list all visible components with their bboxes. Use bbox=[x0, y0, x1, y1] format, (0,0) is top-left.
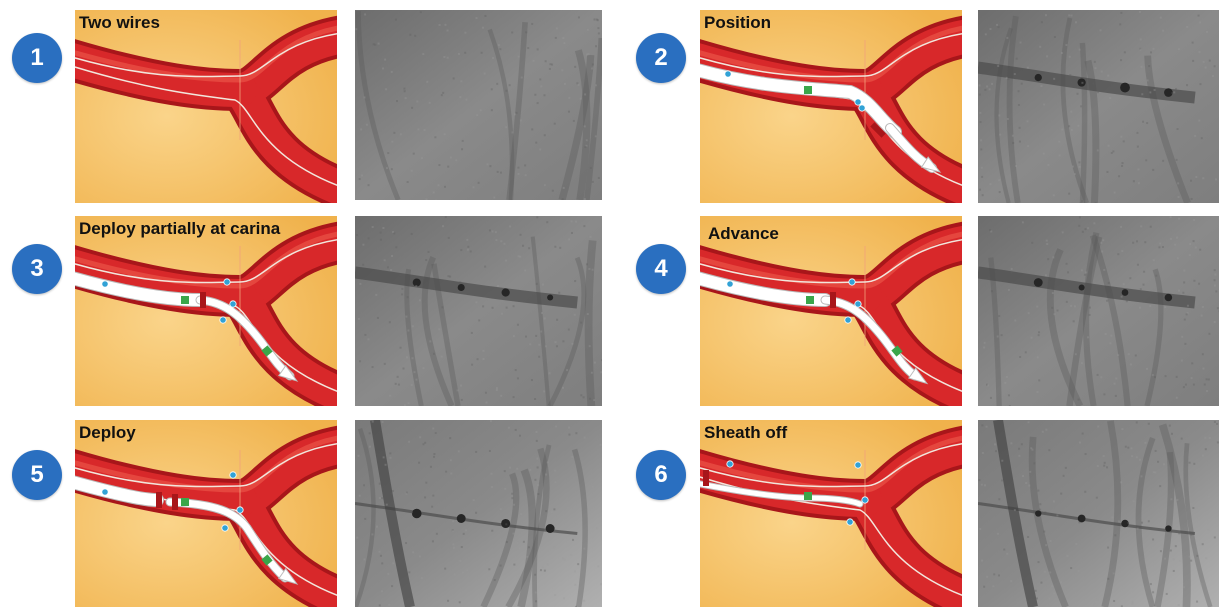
xray-image bbox=[355, 216, 602, 406]
marker-dot bbox=[237, 507, 243, 513]
marker-dot bbox=[230, 472, 236, 478]
diagram-panel-advance: Advance bbox=[700, 216, 962, 406]
step-label: Two wires bbox=[79, 13, 160, 33]
radiopaque-marker bbox=[1034, 278, 1043, 287]
xray-image bbox=[355, 10, 602, 200]
sheath-edge bbox=[703, 470, 709, 486]
step-number-badge: 4 bbox=[636, 244, 686, 294]
step-number-badge: 6 bbox=[636, 450, 686, 500]
marker-dot bbox=[102, 489, 108, 495]
diagram-panel-deploy: Deploy bbox=[75, 420, 337, 607]
vessel-shadow bbox=[1082, 43, 1084, 203]
diagram-panel-deploy-partially: Deploy partially at carina bbox=[75, 216, 337, 406]
radiopaque-marker bbox=[1165, 294, 1173, 302]
marker-dot bbox=[855, 462, 861, 468]
marker-dot bbox=[847, 519, 853, 525]
radiopaque-marker bbox=[1120, 83, 1130, 93]
marker-dot bbox=[855, 301, 861, 307]
marker-dot bbox=[222, 525, 228, 531]
step-label: Deploy partially at carina bbox=[79, 219, 280, 239]
diagram-panel-position: Position bbox=[700, 10, 962, 203]
marker-dot bbox=[849, 279, 855, 285]
marker-dot bbox=[727, 281, 733, 287]
marker-dot bbox=[230, 301, 236, 307]
step-number-badge: 5 bbox=[12, 450, 62, 500]
marker-dot bbox=[725, 71, 731, 77]
marker-band bbox=[804, 492, 812, 500]
marker-dot bbox=[224, 279, 230, 285]
xray-image bbox=[978, 216, 1219, 406]
step-label: Advance bbox=[708, 224, 779, 244]
radiopaque-marker bbox=[1035, 510, 1041, 516]
step-number-badge: 3 bbox=[12, 244, 62, 294]
xray-image bbox=[978, 10, 1219, 203]
step-label: Position bbox=[704, 13, 771, 33]
sheath-edge bbox=[156, 492, 162, 508]
vessel-shadow bbox=[589, 241, 593, 406]
marker-dot bbox=[102, 281, 108, 287]
marker-band bbox=[181, 498, 189, 506]
marker-dot bbox=[862, 497, 868, 503]
radiopaque-marker bbox=[457, 514, 466, 523]
sheath-edge bbox=[830, 292, 836, 308]
marker-band bbox=[806, 296, 814, 304]
radiopaque-marker bbox=[1165, 525, 1171, 531]
radiopaque-marker bbox=[1122, 289, 1129, 296]
radiopaque-marker bbox=[458, 284, 465, 291]
marker-dot bbox=[859, 105, 865, 111]
marker-dot bbox=[855, 99, 861, 105]
sheath-edge bbox=[200, 292, 206, 308]
diagram-panel-sheath-off: Sheath off bbox=[700, 420, 962, 607]
marker-dot bbox=[845, 317, 851, 323]
marker-dot bbox=[727, 461, 733, 467]
sheath-edge bbox=[172, 494, 178, 510]
diagram-panel-two-wires: Two wires bbox=[75, 10, 337, 203]
radiopaque-marker bbox=[412, 509, 422, 519]
step-number-badge: 2 bbox=[636, 33, 686, 83]
marker-band bbox=[804, 86, 812, 94]
radiopaque-marker bbox=[1035, 74, 1042, 81]
radiopaque-marker bbox=[1079, 284, 1085, 290]
radiopaque-marker bbox=[546, 524, 555, 533]
radiopaque-marker bbox=[1078, 515, 1086, 523]
xray-image bbox=[355, 420, 602, 607]
fluoro-background bbox=[355, 10, 602, 200]
step-label: Sheath off bbox=[704, 423, 787, 443]
marker-dot bbox=[220, 317, 226, 323]
step-number-badge: 1 bbox=[12, 33, 62, 83]
xray-image bbox=[978, 420, 1219, 607]
radiopaque-marker bbox=[547, 294, 553, 300]
radiopaque-marker bbox=[502, 288, 510, 296]
step-label: Deploy bbox=[79, 423, 136, 443]
marker-band bbox=[181, 296, 189, 304]
